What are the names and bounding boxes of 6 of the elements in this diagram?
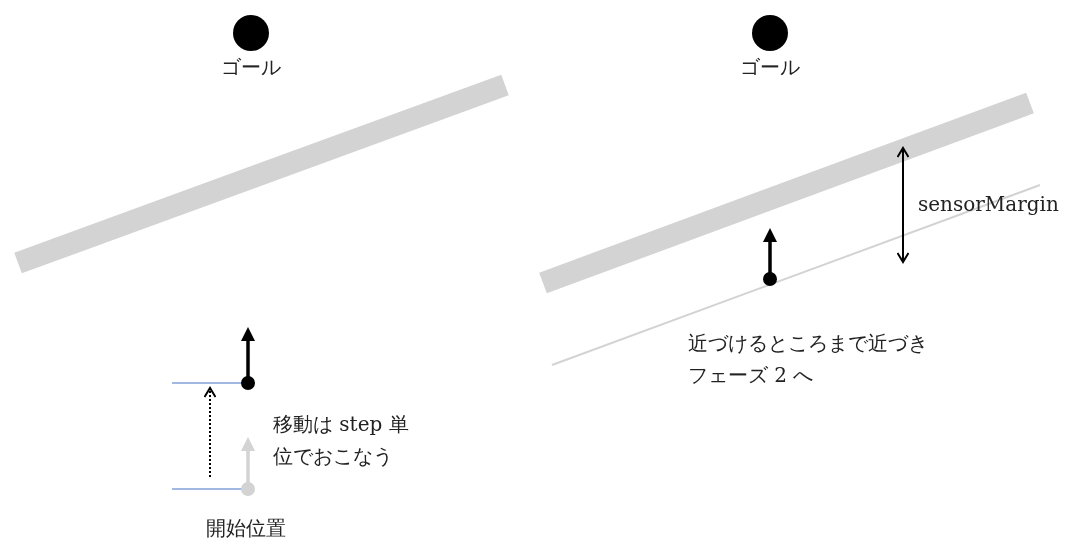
start-label: 開始位置: [206, 515, 287, 542]
dimension-label: sensorMargin: [918, 191, 1060, 218]
goal-label: ゴール: [740, 54, 800, 81]
note-text: 移動は step 単位でおこなう: [273, 411, 410, 470]
goal-label: ゴール: [221, 54, 281, 81]
note-text: 近づけるところまで近づきフェーズ 2 へ: [688, 330, 929, 389]
